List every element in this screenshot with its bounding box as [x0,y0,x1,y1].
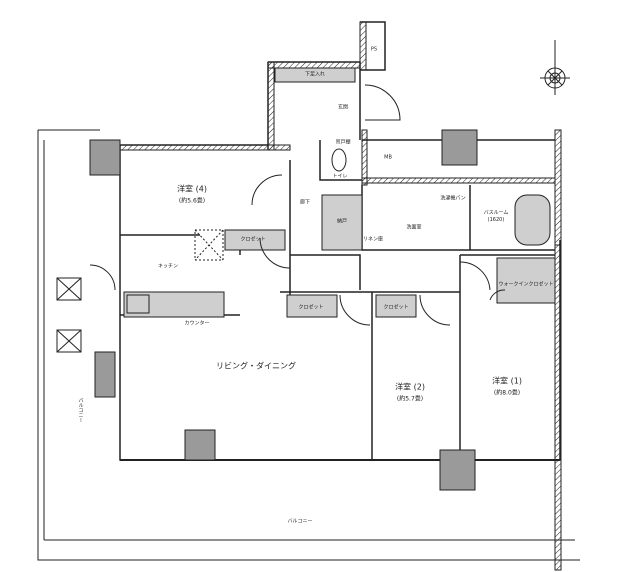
door-swing [364,84,401,121]
label-linen: リネン庫 [362,236,384,243]
stove [126,294,150,314]
pillar [94,351,116,398]
label-washer-pan: 洗濯機パン [440,195,466,202]
label-ps: PS [370,46,378,53]
pillar [184,429,216,461]
room-washroom: 洗面室 [406,224,422,231]
label-closet: クロゼット [298,304,324,311]
door-swing [89,264,116,291]
room-size: (1620) [487,217,505,223]
label-mb: MB [384,154,392,161]
room-size: (約5.7畳) [396,395,424,403]
outdoor-unit [56,277,82,301]
room-size: (約8.0畳) [493,389,521,397]
toilet-bowl [331,148,347,172]
room-name: 洋室 (2) [395,382,425,392]
door-swing [251,174,283,206]
label-shoebox: 下足入れ [304,71,326,78]
closet-2 [375,294,417,318]
pillar [439,449,476,491]
door-swing [459,261,491,291]
compass-icon [540,40,570,95]
room-toilet: トイレ [332,173,348,180]
pillar [441,129,478,166]
label-balcony-side: バルコニー [77,397,84,423]
pillar [89,139,121,176]
closet-4 [224,229,286,251]
label-counter: カウンター [184,320,210,327]
room-western4: 洋室 (4) (約5.6畳) [177,184,207,207]
room-kitchen: キッチン [157,263,179,270]
door-swing [259,237,291,269]
room-living: リビング・ダイニング [216,361,296,371]
bathtub [514,194,551,246]
balcony-outline [37,129,580,561]
room-bathroom: バスルーム(1620) [484,210,509,224]
label-balcony: バルコニー [287,518,313,525]
shoebox [274,67,356,83]
room-western1: 洋室 (1) (約8.0畳) [492,376,522,399]
label-closet: クロゼット [383,304,409,311]
door-swing [419,294,451,326]
room-name: バスルーム [483,210,509,216]
closet-living [286,294,338,318]
kitchen-counter [123,291,225,318]
room-western2: 洋室 (2) (約5.7畳) [395,382,425,405]
door-swing [489,289,506,301]
label-closet: クロゼット [240,236,266,243]
door-swing [339,294,371,326]
label-toilet-shelf: 吊戸棚 [335,139,351,146]
room-size: (約5.6畳) [178,197,206,205]
outdoor-unit [56,329,82,353]
room-hallway: 廊下 [299,199,311,206]
room-entrance: 玄関 [337,104,349,111]
label-wic: ウォークインクロゼット [498,281,554,288]
wic [496,257,556,304]
room-name: 洋室 (4) [177,184,207,194]
room-name: 洋室 (1) [492,376,522,386]
room-storage: 納戸 [336,218,348,225]
fridge-space [194,229,224,261]
storage-room [321,194,363,251]
